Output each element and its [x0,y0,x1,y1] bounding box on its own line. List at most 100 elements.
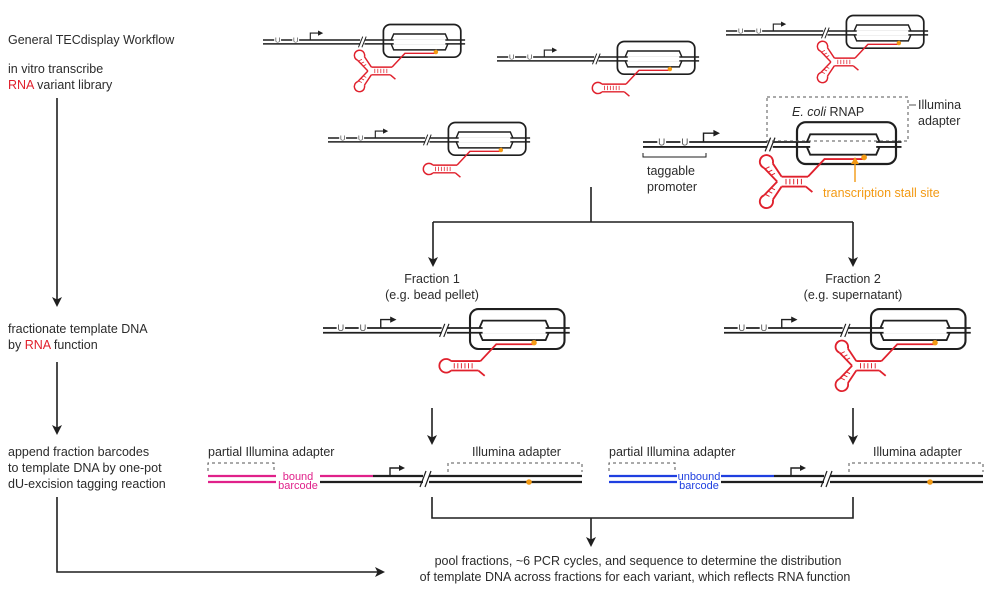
break-mark-icon [768,137,776,152]
illumina-label-line1: Illumina [918,98,961,112]
promoter-arrow-icon [781,318,794,328]
promoter-arrow-icon [309,32,320,40]
barcode-label-line2: barcode [679,480,719,492]
base-pair [842,374,848,378]
base-pair [362,64,367,67]
bubble-clear [856,30,909,36]
stall-site-dot [927,479,933,485]
rna-loop-upper [816,40,829,52]
taggable-promoter-bracket [642,153,707,158]
base-pair [767,190,773,194]
promoter-arrowhead-icon [713,129,720,137]
transcription-bubble-top [390,33,449,41]
bubble-clear [482,326,546,334]
base-pair [821,71,826,74]
transcription-bubble-bottom [436,43,449,51]
transcription-bubble-bottom [501,141,514,149]
promoter-arrow-icon [702,132,716,142]
stall-site-dot [932,339,938,346]
step-fractionate-line2: by RNA function [8,337,148,353]
taggable-label-line1: taggable [647,164,695,178]
rna-arm-lower [826,65,835,77]
base-pair [821,50,826,53]
rna-strand [479,343,533,362]
partial-adapter-label: partial Illumina adapter [208,445,334,459]
fraction-1-name: Fraction 1 [404,272,460,286]
rna-arm-lower [838,365,853,380]
uracil-gap [737,27,745,34]
promoter-arrowhead-icon [318,30,324,36]
break-mark-icon [825,470,833,488]
promoter-arrowhead-icon [399,465,405,471]
stall-site-dot [667,66,673,72]
base-pair [823,68,828,72]
step-transcribe-line2: RNA variant library [8,77,112,93]
workflow-title: General TECdisplay Workflow [8,33,175,47]
rna-arm-upper [820,50,832,63]
rna-arm-upper [763,167,778,183]
uracil-gap [759,323,769,332]
base-pair [358,80,363,83]
step-fractionate: fractionate template DNA by RNA function [8,321,148,353]
base-pair [825,66,830,69]
transcription-bubble-bottom [865,146,881,156]
uracil-gap [292,36,300,43]
rna-hairpin-loop [591,81,603,95]
promoter-arrow-icon [790,467,802,476]
rnap-box [869,308,967,351]
break-mark-icon [820,470,828,488]
uracil-gap [336,323,346,332]
illumina-adapter-label: Illumina adapter [873,445,962,459]
rna-loop-lower [758,194,774,210]
annotated-construct-labels: Illumina adapter E. coli RNAP taggable p… [642,96,961,200]
break-mark-icon [844,323,851,338]
promoter-arrow-icon [380,318,393,328]
promoter-arrowhead-icon [390,316,397,323]
break-mark-icon [439,323,446,338]
break-mark-icon [358,36,364,48]
uracil-gap [737,323,747,332]
stall-site-dot [861,154,867,161]
partial-adapter-bracket [608,462,676,471]
step-append-line3: dU-excision tagging reaction [8,477,166,491]
rna-arm-lower [357,70,369,83]
uracil-label: U [359,323,366,334]
tagged-product-fraction-1: partial Illumina adapterboundbarcodeIllu… [207,445,583,492]
uracil-gap [680,137,690,146]
uracil-label: U [760,323,767,334]
transcription-bubble-bottom [936,332,951,341]
uracil-gap [357,134,365,141]
uracil-label: U [275,36,281,45]
rna-arm-upper [772,162,783,178]
promoter-arrow-icon [772,23,783,31]
rna-loop-upper [834,339,849,354]
base-pair [764,193,770,197]
rnap-label: E. coli RNAP [792,105,864,119]
uracil-label: U [681,137,688,148]
flow-arrow-3 [56,497,385,577]
break-mark-icon [419,470,427,488]
base-pair [767,169,773,173]
stall-site-dot [433,49,439,55]
step-fractionate-line1: fractionate template DNA [8,322,148,336]
base-pair [825,55,830,58]
transcription-bubble-bottom [478,332,536,341]
uracil-label: U [738,323,745,334]
transcription-bubble-bottom [879,332,937,341]
promoter-arrowhead-icon [781,21,787,27]
uracil-gap [358,323,368,332]
rnap-box [382,23,462,59]
rna-loop-lower [816,72,829,84]
step-transcribe: in vitro transcribe RNA variant library [8,61,112,93]
transcription-bubble-bottom [853,34,900,42]
stall-site-pointer-head [851,157,859,164]
transcription-bubble-top [853,24,912,32]
transcription-bubble-bottom [390,43,437,51]
rna-highlight: RNA [8,78,34,92]
